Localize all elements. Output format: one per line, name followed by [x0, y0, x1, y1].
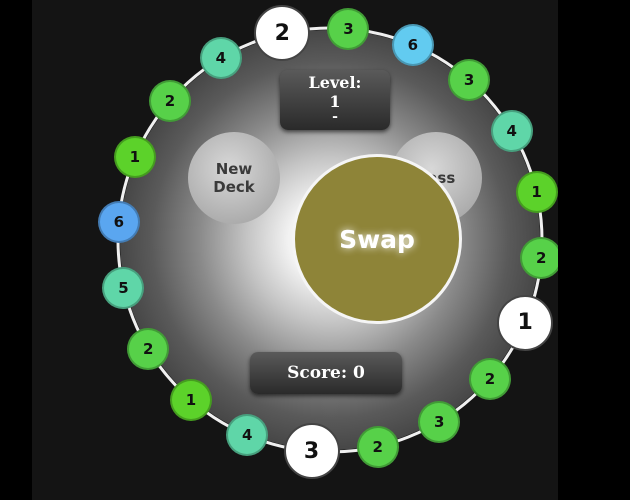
card-19[interactable]: 4 [199, 37, 242, 80]
card-3[interactable]: 3 [448, 59, 491, 101]
level-extra: - [332, 109, 338, 125]
score-label: Score: 0 [287, 363, 365, 383]
card-6[interactable]: 2 [520, 237, 558, 280]
level-value: 1 [329, 92, 341, 111]
card-14[interactable]: 2 [127, 328, 170, 371]
card-11[interactable]: 3 [283, 423, 340, 480]
card-16[interactable]: 6 [97, 200, 140, 243]
new-deck-label-line2: Deck [213, 178, 255, 196]
card-4[interactable]: 4 [490, 109, 533, 152]
card-18[interactable]: 2 [149, 79, 191, 122]
new-deck-button[interactable]: New Deck [188, 132, 280, 224]
card-15[interactable]: 5 [102, 266, 145, 309]
score-panel: Score: 0 [250, 352, 402, 394]
card-5[interactable]: 1 [515, 171, 558, 214]
new-deck-label-line1: New [215, 160, 253, 178]
swap-button[interactable]: Swap [292, 154, 462, 324]
card-2[interactable]: 6 [391, 23, 434, 66]
card-13[interactable]: 1 [169, 378, 212, 421]
card-12[interactable]: 4 [226, 414, 269, 457]
card-7[interactable]: 1 [497, 294, 554, 351]
level-panel: Level: 1 - [280, 70, 390, 130]
card-9[interactable]: 3 [418, 400, 461, 443]
level-label: Level: [308, 73, 362, 92]
card-1[interactable]: 3 [327, 7, 370, 50]
swap-label: Swap [339, 224, 415, 254]
card-0[interactable]: 2 [254, 5, 311, 62]
card-17[interactable]: 1 [113, 136, 156, 179]
card-8[interactable]: 2 [468, 358, 511, 401]
card-10[interactable]: 2 [356, 425, 399, 468]
